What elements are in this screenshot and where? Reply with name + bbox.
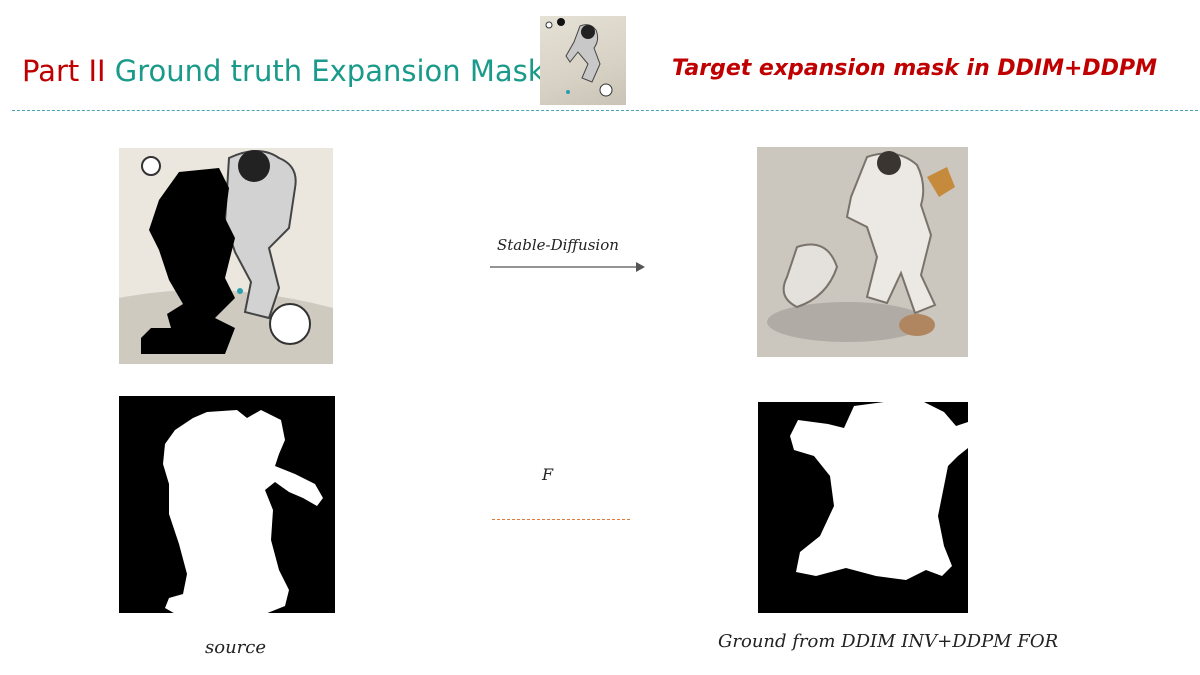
function-label: F: [542, 465, 554, 484]
stable-diffusion-arrow: [490, 262, 645, 272]
function-dashed-line: [492, 519, 630, 520]
stable-diffusion-label: Stable-Diffusion: [497, 236, 619, 254]
source-label: source: [205, 637, 267, 658]
page-subtitle: Target expansion mask in DDIM+DDPM: [672, 56, 1157, 81]
astronaut-thumbnail: [540, 16, 626, 105]
source-mask: [119, 396, 335, 613]
page-title: Part II Ground truth Expansion Mask: [22, 54, 545, 88]
ground-truth-mask-shape: [758, 402, 968, 613]
ground-truth-mask: [758, 402, 968, 613]
source-masked-image-drawing: [119, 148, 333, 364]
source-mask-shape: [119, 396, 335, 613]
title-main: Ground truth Expansion Mask: [114, 54, 545, 88]
astronaut-thumbnail-drawing: [545, 18, 613, 97]
title-part: Part II: [22, 54, 106, 88]
generated-image-drawing: [757, 147, 968, 357]
source-masked-image: [119, 148, 333, 364]
generated-image: [757, 147, 968, 357]
header-divider: [12, 110, 1198, 111]
ground-truth-label: Ground from DDIM INV+DDPM FOR: [718, 631, 1059, 652]
